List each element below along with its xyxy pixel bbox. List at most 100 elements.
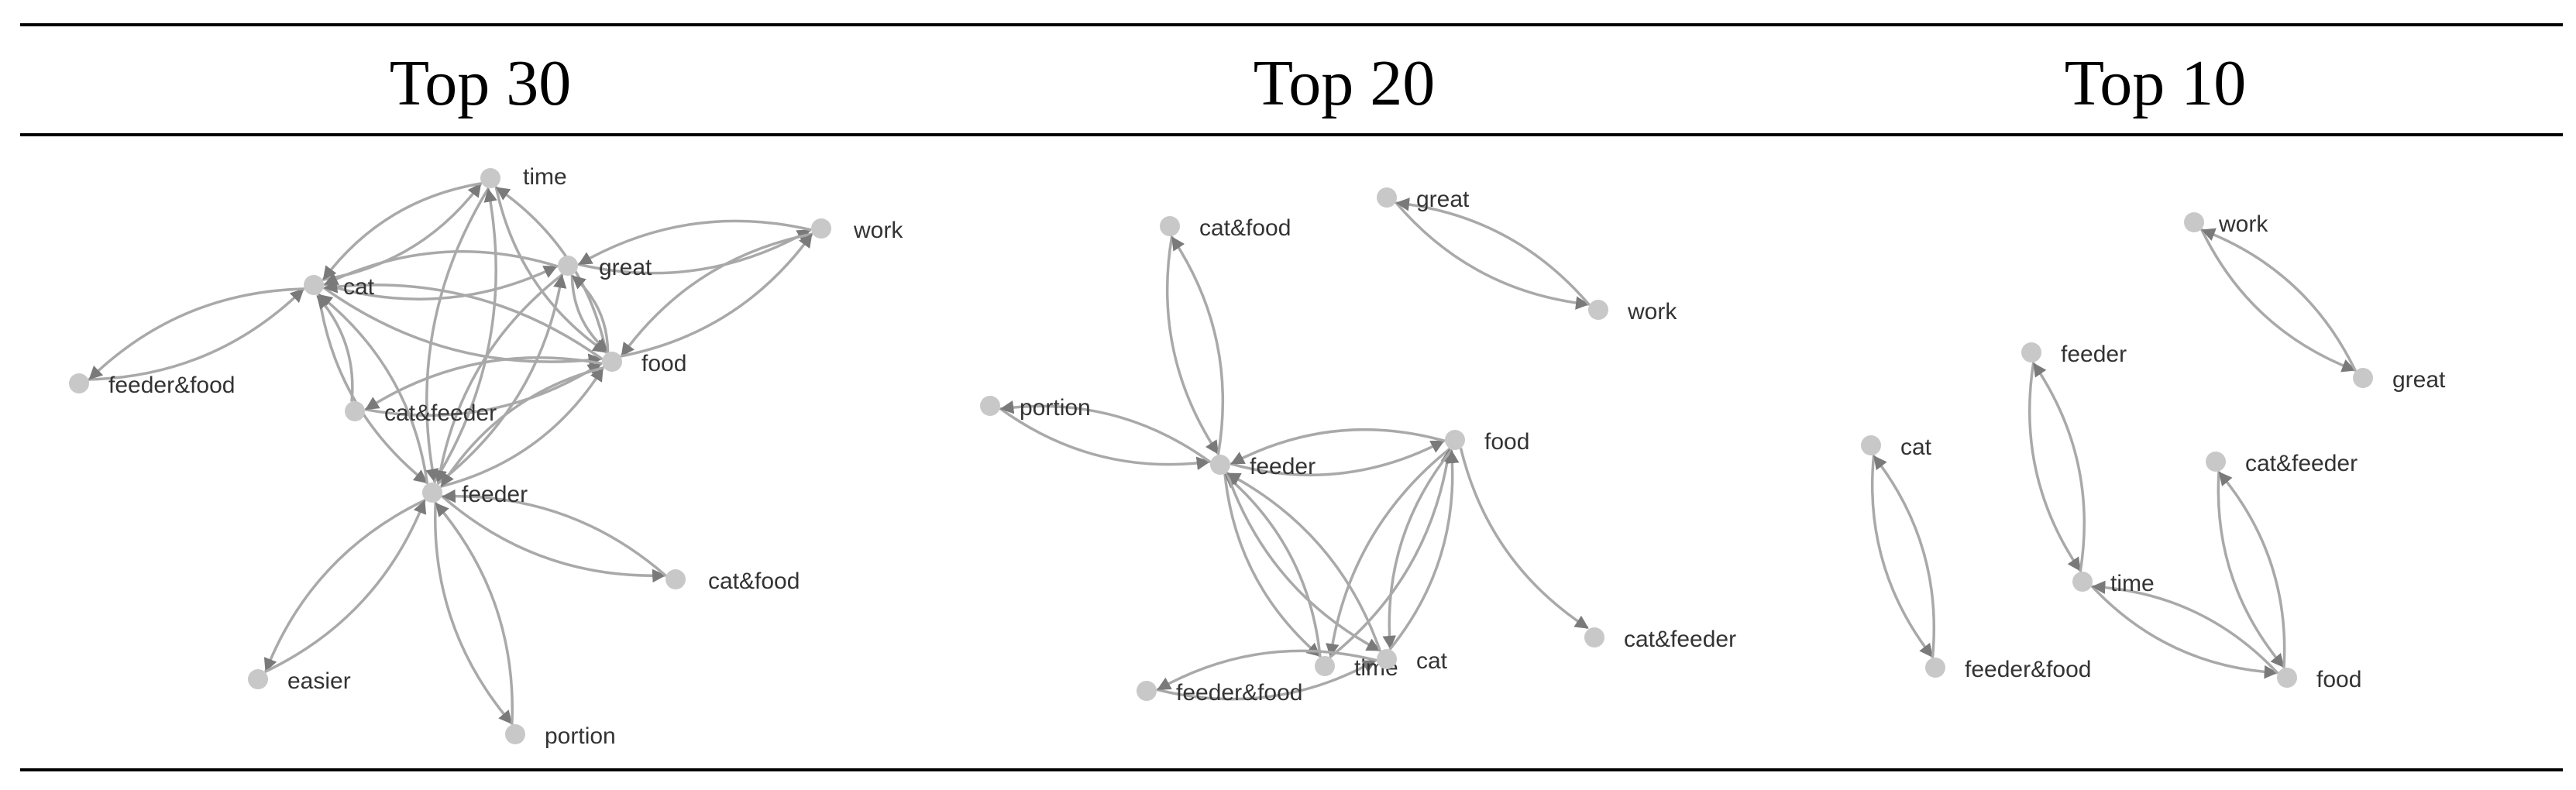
node-feeder-and-food [69, 373, 89, 393]
edge-food-to-feeder [440, 366, 604, 487]
node-time [480, 168, 500, 188]
edge-cat-to-food [322, 286, 603, 367]
edge-cat-to-time [322, 183, 482, 281]
node-label-cat-and-feeder: cat&feeder [2245, 451, 2358, 476]
node-label-time: time [523, 164, 567, 190]
edge-feeder-to-portion [434, 502, 513, 725]
node-label-cat-and-food: cat&food [1199, 215, 1291, 241]
edge-cat-to-food [1388, 449, 1460, 651]
node-portion [505, 724, 525, 744]
edge-feeder-to-cat [1225, 472, 1381, 652]
edge-work-to-great [2199, 228, 2356, 373]
graph-panel-1: timecatgreatworkfeeder&foodfoodcat&feede… [69, 164, 903, 749]
edge-work-to-great [1395, 198, 1591, 307]
node-label-portion: portion [1020, 395, 1091, 421]
node-label-work: work [2218, 211, 2268, 237]
edge-time-to-food [2090, 585, 2279, 679]
node-time [2072, 572, 2093, 592]
edge-portion-to-feeder [435, 502, 514, 725]
node-label-time: time [2110, 571, 2155, 596]
node-food [2277, 668, 2297, 688]
node-label-great: great [1416, 187, 1470, 212]
edge-great-to-cat [324, 250, 559, 286]
edge-easier-to-feeder [264, 500, 427, 674]
edge-feeder-to-portion [999, 400, 1212, 464]
edge-cat-and-feeder-to-food [364, 362, 602, 417]
node-cat-and-food [1160, 216, 1180, 236]
edge-feeder-to-food [1230, 440, 1445, 477]
node-work [1588, 300, 1608, 320]
edge-feeder-to-time [1223, 473, 1321, 658]
edge-work-to-great [578, 219, 812, 266]
edge-food-to-cat-and-feeder [365, 356, 603, 410]
edge-cat-to-great [323, 265, 558, 301]
top-rule [20, 23, 2563, 26]
node-great [2353, 368, 2373, 388]
edge-portion-to-feeder [999, 407, 1211, 470]
edge-food-to-time [1326, 447, 1451, 658]
node-feeder-and-food [1137, 681, 1157, 701]
edge-time-to-feeder [2032, 362, 2086, 572]
node-work [811, 218, 831, 239]
edge-cat-and-feeder-to-cat [316, 294, 354, 402]
node-label-feeder: feeder [2061, 342, 2127, 367]
node-label-great: great [599, 255, 652, 280]
edge-food-to-feeder [1230, 428, 1446, 465]
edge-food-to-cat [323, 280, 604, 361]
edge-feeder-to-cat [318, 294, 429, 484]
node-label-cat: cat [1416, 648, 1448, 674]
node-label-feeder-and-food: feeder&food [1176, 680, 1302, 706]
edge-great-to-feeder [433, 273, 564, 484]
edge-cat-and-food-to-feeder [1165, 235, 1219, 455]
header-rule [20, 133, 2563, 136]
edge-time-to-cat [322, 182, 483, 280]
node-feeder [422, 483, 442, 503]
edge-time-to-food [494, 186, 607, 353]
panel-title-top30: Top 30 [389, 47, 572, 119]
edge-great-to-work [2201, 228, 2358, 372]
edge-cat-and-feeder-to-food [2217, 471, 2285, 668]
edge-feeder-to-time [432, 188, 497, 484]
node-label-easier: easier [287, 668, 351, 694]
node-food [1445, 430, 1465, 450]
node-work [2184, 212, 2204, 232]
edge-feeder-and-food-to-cat [88, 288, 304, 381]
edge-great-to-work [577, 228, 811, 275]
edge-feeder-to-cat-and-food [441, 495, 666, 583]
node-great [558, 256, 578, 276]
node-label-cat: cat [1900, 434, 1932, 460]
graph-panel-2: cat&foodgreatworkportionfeederfoodcat&fe… [980, 187, 1736, 706]
edge-time-to-feeder [425, 187, 490, 483]
edge-food-to-great [571, 275, 610, 353]
edge-feeder-and-food-to-cat [1873, 455, 1936, 658]
edge-time-to-feeder [1224, 473, 1322, 658]
node-label-feeder: feeder [1250, 454, 1316, 479]
panel-title-top10: Top 10 [2064, 47, 2247, 119]
node-cat-and-feeder [345, 401, 365, 421]
edge-cat-to-feeder-and-food [1157, 649, 1377, 691]
node-cat [304, 275, 324, 295]
node-cat-and-feeder [1584, 627, 1604, 647]
node-cat [1377, 649, 1397, 669]
edge-time-to-food [1329, 448, 1454, 659]
node-label-portion: portion [545, 723, 616, 749]
node-cat [1861, 435, 1881, 455]
node-label-feeder-and-food: feeder&food [1965, 657, 2091, 682]
edge-feeder-to-time [2027, 362, 2082, 572]
edge-great-to-work [1395, 201, 1590, 310]
panel-title-top20: Top 20 [1253, 47, 1436, 119]
edge-cat-and-food-to-feeder [442, 489, 667, 577]
node-label-cat-and-feeder: cat&feeder [1624, 627, 1736, 652]
node-feeder-and-food [1925, 658, 1945, 678]
edge-food-to-cat [1382, 448, 1453, 650]
node-great [1377, 187, 1397, 208]
node-portion [980, 396, 1000, 416]
edge-feeder-to-easier [263, 498, 426, 672]
edge-cat-to-feeder-and-food [88, 287, 305, 380]
node-label-food: food [2316, 667, 2361, 692]
edge-food-to-cat-and-feeder [1459, 448, 1589, 630]
node-label-food: food [641, 351, 686, 376]
node-label-cat-and-feeder: cat&feeder [384, 400, 497, 426]
node-label-feeder-and-food: feeder&food [108, 373, 235, 398]
